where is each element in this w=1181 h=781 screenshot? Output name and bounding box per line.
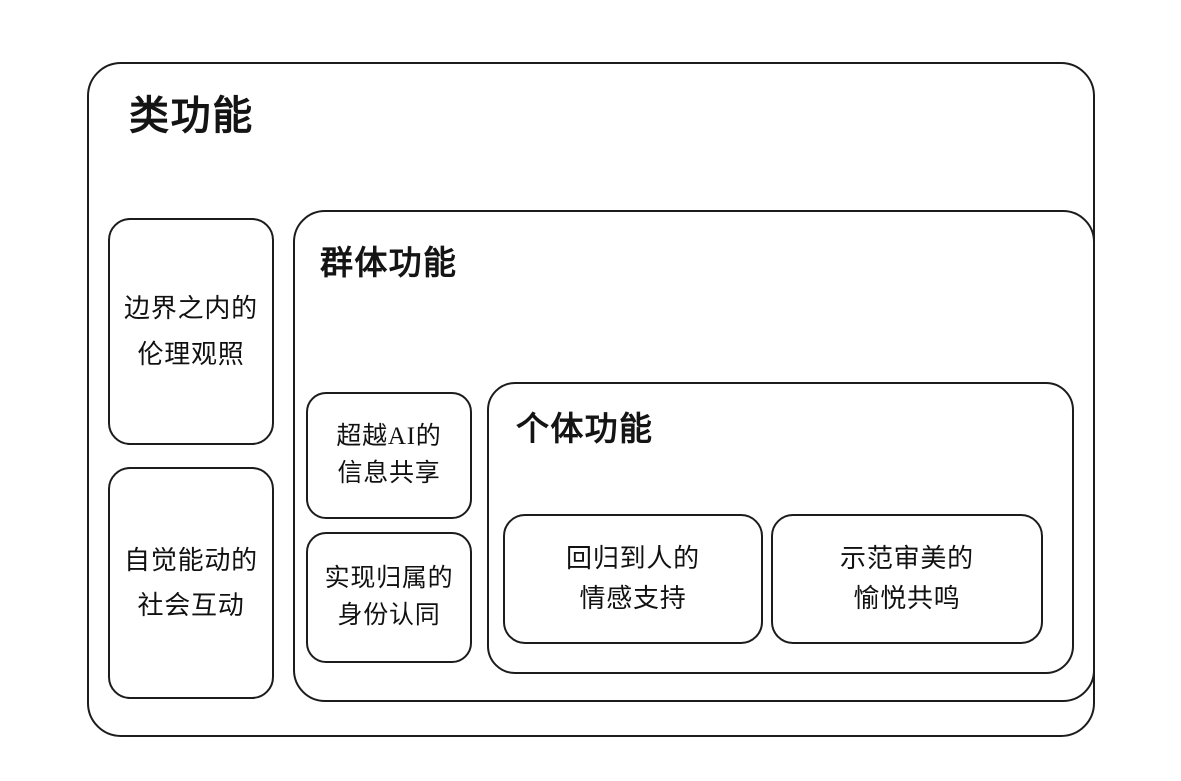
text-line-1: 自觉能动的: [124, 545, 258, 575]
group-function-title: 群体功能: [320, 244, 458, 281]
box-information-sharing: 超越AI的 信息共享: [306, 392, 472, 519]
text-line-1: 超越AI的: [336, 423, 442, 451]
box-identity-recognition-text: 实现归属的 身份认同: [325, 561, 454, 634]
text-line-2: 情感支持: [579, 584, 687, 613]
text-line-2: 信息共享: [337, 459, 441, 487]
individual-function-title: 个体功能: [516, 410, 654, 447]
box-social-interaction: 自觉能动的 社会互动: [108, 467, 274, 699]
text-line-2: 身份认同: [337, 601, 441, 629]
individual-function-container: 个体功能 回归到人的 情感支持 示范审美的 愉悦共鸣: [487, 382, 1074, 674]
class-function-container: 类功能 边界之内的 伦理观照 自觉能动的 社会互动 群体功能 超越AI的 信息共…: [87, 62, 1095, 737]
text-line-2: 伦理观照: [137, 339, 245, 369]
text-line-1: 边界之内的: [124, 294, 258, 323]
box-ethical-reflection: 边界之内的 伦理观照: [108, 218, 274, 445]
text-line-1: 实现归属的: [324, 565, 454, 593]
box-social-interaction-text: 自觉能动的 社会互动: [124, 538, 258, 629]
box-emotional-support: 回归到人的 情感支持: [503, 514, 763, 644]
box-aesthetic-resonance-text: 示范审美的 愉悦共鸣: [840, 539, 974, 620]
text-line-2: 社会互动: [137, 591, 245, 620]
text-line-2: 愉悦共鸣: [853, 584, 961, 613]
box-identity-recognition: 实现归属的 身份认同: [306, 532, 472, 663]
box-emotional-support-text: 回归到人的 情感支持: [566, 539, 700, 620]
group-function-container: 群体功能 超越AI的 信息共享 实现归属的 身份认同 个体功能: [293, 210, 1095, 702]
box-information-sharing-text: 超越AI的 信息共享: [336, 419, 441, 492]
class-function-title: 类功能: [129, 94, 254, 138]
text-line-1: 回归到人的: [566, 543, 700, 573]
box-ethical-reflection-text: 边界之内的 伦理观照: [124, 286, 258, 377]
text-line-1: 示范审美的: [840, 543, 974, 573]
box-aesthetic-resonance: 示范审美的 愉悦共鸣: [771, 514, 1043, 644]
